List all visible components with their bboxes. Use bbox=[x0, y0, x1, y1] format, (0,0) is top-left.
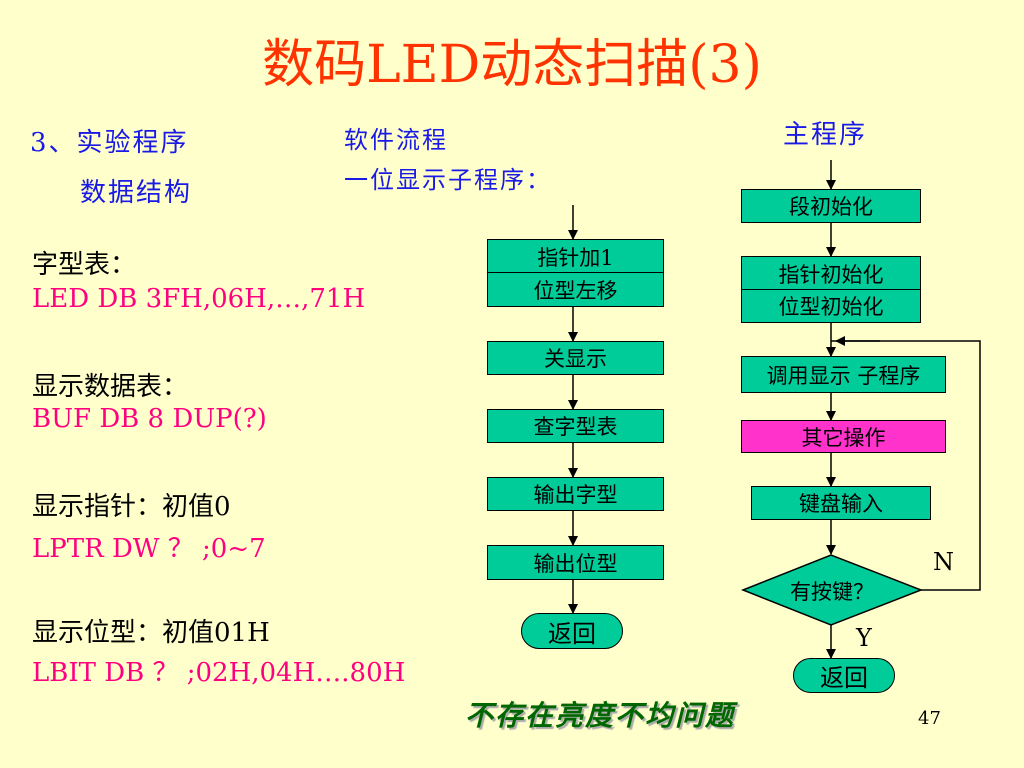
bitpattern-code: LBIT DB ？ ;02H,04H….80H bbox=[32, 658, 406, 688]
section-heading: 3、实验程序 bbox=[30, 128, 189, 158]
step-bit-init: 位型初始化 bbox=[741, 289, 921, 323]
pointer-code: LPTR DW ？ ;0~7 bbox=[32, 534, 266, 564]
bitpattern-label: 显示位型：初值01H bbox=[32, 618, 270, 648]
decision-diamond bbox=[740, 554, 924, 626]
step-segment-init: 段初始化 bbox=[741, 189, 921, 223]
yes-branch-label: Y bbox=[856, 624, 872, 652]
footer-note: 不存在亮度不均问题 bbox=[465, 699, 736, 732]
step-lookup-glyph: 查字型表 bbox=[487, 409, 664, 443]
data-structure-heading: 数据结构 bbox=[80, 178, 193, 208]
display-table-code: BUF DB 8 DUP(?) bbox=[32, 404, 267, 434]
glyph-table-code: LED DB 3FH,06H,…,71H bbox=[32, 284, 366, 314]
page-number: 47 bbox=[918, 708, 941, 729]
software-flow-heading: 软件流程 bbox=[344, 126, 448, 154]
decision-label: 有按键？ bbox=[790, 580, 874, 604]
step-pointer-init: 指针初始化 bbox=[741, 256, 921, 291]
display-subroutine-heading: 一位显示子程序： bbox=[344, 166, 552, 194]
step-bit-shift-left: 位型左移 bbox=[487, 272, 664, 307]
step-output-glyph: 输出字型 bbox=[487, 477, 664, 511]
main-program-heading: 主程序 bbox=[783, 120, 868, 150]
step-output-bit: 输出位型 bbox=[487, 545, 664, 580]
no-branch-label: N bbox=[933, 548, 954, 576]
step-other-operations: 其它操作 bbox=[741, 420, 946, 453]
slide-title: 数码LED动态扫描(3) bbox=[262, 35, 762, 95]
middle-return-terminal: 返回 bbox=[521, 613, 623, 649]
step-pointer-increment: 指针加1 bbox=[487, 239, 664, 274]
glyph-table-label: 字型表： bbox=[32, 250, 137, 280]
main-return-terminal: 返回 bbox=[793, 658, 895, 693]
step-keyboard-input: 键盘输入 bbox=[751, 486, 931, 520]
display-table-label: 显示数据表： bbox=[32, 372, 189, 402]
pointer-label: 显示指针：初值0 bbox=[32, 492, 231, 522]
step-call-display: 调用显示 子程序 bbox=[741, 356, 946, 393]
step-display-off: 关显示 bbox=[487, 341, 664, 375]
